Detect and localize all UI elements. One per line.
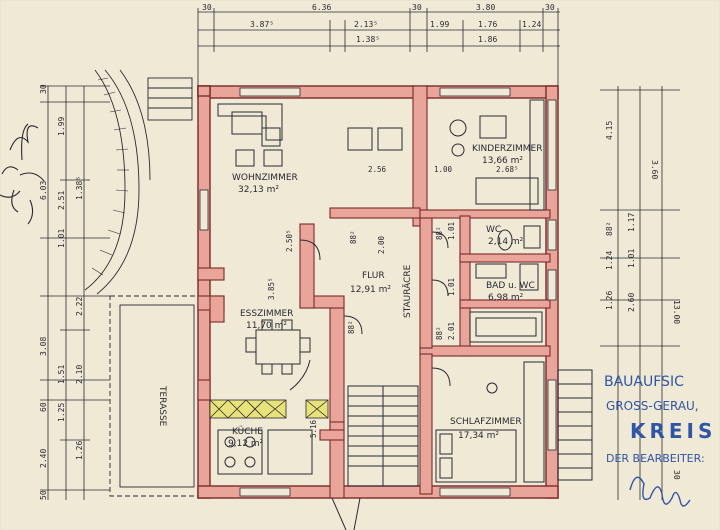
- dim-top-10: 1.24: [522, 20, 541, 29]
- dimension-lines-right: [600, 86, 680, 500]
- dim-in-5: 88²: [349, 230, 358, 244]
- dim-right-5: 88²: [605, 222, 614, 236]
- dim-top-7: 2.13⁵: [354, 20, 378, 29]
- room-area-schlafzimmer: 17,34 m²: [458, 431, 499, 441]
- dim-right-3: 30: [672, 470, 681, 480]
- room-name-wohnzimmer: WOHNZIMMER: [232, 173, 298, 183]
- dim-left-7: 1.99: [57, 117, 66, 136]
- dim-right-1: 3.60: [650, 160, 659, 179]
- room-name-terasse: TERASSE: [157, 385, 167, 427]
- furniture: [217, 99, 593, 530]
- room-name-esszimmer: ESSZIMMER: [240, 309, 293, 319]
- dim-left-4: 60: [39, 402, 48, 412]
- stamp-line-2: GROSS-GERAU,: [606, 399, 699, 413]
- stamp-line-1: BAUAUFSIC: [604, 374, 684, 390]
- dim-in-10: 1.01: [447, 222, 456, 240]
- dim-right-4: 4.15: [605, 121, 614, 140]
- dim-in-8: 88²: [347, 320, 356, 334]
- windows: [199, 87, 557, 497]
- curved-bed: [84, 69, 151, 295]
- curved-bed-hatching: [91, 77, 129, 276]
- dim-top-8: 1.99: [430, 20, 449, 29]
- dim-left-10: 1.01: [57, 229, 66, 248]
- dim-in-2: 1.00: [434, 165, 453, 174]
- room-area-esszimmer: 11,70 m²: [246, 321, 287, 331]
- entrance-steps: [147, 77, 193, 121]
- dim-in-3: 2.68⁵: [496, 165, 519, 174]
- dimension-lines-top: [197, 8, 560, 90]
- garden-plant-left: [0, 123, 45, 225]
- inner-walls: [197, 85, 551, 499]
- dim-left-3: 3.08: [39, 337, 48, 356]
- dim-in-11: 1.01: [447, 278, 456, 296]
- dimension-texts-left: 30 6.03 3.08 60 2.40 50 1.99 2.51 1.38⁵ …: [39, 84, 84, 500]
- room-area-wohnzimmer: 32,13 m²: [238, 185, 279, 195]
- dim-left-12: 1.51: [57, 365, 66, 384]
- dim-top-4: 3.80: [476, 3, 495, 12]
- dim-top-9: 1.76: [478, 20, 497, 29]
- dim-in-12: 2.01: [447, 322, 456, 340]
- room-name-bad: BAD u. WC: [486, 281, 535, 291]
- dim-left-8: 2.51: [57, 191, 66, 210]
- room-name-schlafzimmer: SCHLAFZIMMER: [450, 417, 522, 427]
- dimension-lines-left: [40, 85, 110, 500]
- room-name-flur: FLUR: [362, 271, 385, 281]
- signature-scribble: [629, 476, 691, 507]
- room-area-kueche: 9,12 m²: [228, 439, 264, 449]
- dim-top-2: 6.36: [312, 3, 331, 12]
- dim-left-13: 2.10: [75, 365, 84, 384]
- dim-left-6: 50: [39, 490, 48, 500]
- dim-right-10: 1.01: [627, 249, 636, 268]
- dim-left-14: 1.25: [57, 403, 66, 422]
- dim-left-2: 6.03: [39, 181, 48, 200]
- dim-in-7: 3.85⁵: [267, 277, 276, 300]
- dimension-texts-right: 3.60 13.00 30 4.15 88² 1.24 1.26 2.60 1.…: [605, 121, 681, 480]
- room-area-wc: 2,14 m²: [488, 237, 524, 247]
- dim-in-14: 5.16: [309, 419, 318, 438]
- dimension-texts-inner: 2.56 1.00 2.68⁵ 2.00 88² 2.50⁵ 3.85⁵ 88²…: [267, 165, 519, 438]
- dim-top-12: 1.86: [478, 35, 497, 44]
- dim-top-3: 30: [412, 3, 422, 12]
- room-name-kinderzimmer: KINDERZIMMER: [472, 144, 542, 154]
- dim-right-6: 1.24: [605, 251, 614, 270]
- stamp-line-4: DER BEARBEITER:: [606, 452, 705, 465]
- approval-stamp: BAUAUFSIC GROSS-GERAU, KREIS DER BEARBEI…: [604, 374, 716, 507]
- dim-top-1: 30: [202, 3, 212, 12]
- dim-right-2: 13.00: [672, 300, 681, 324]
- dim-right-7: 1.26: [605, 291, 614, 310]
- dim-left-15: 1.26: [75, 441, 84, 460]
- stamp-line-3: KREIS: [630, 419, 716, 443]
- room-area-flur: 12,91 m²: [350, 285, 391, 295]
- dim-left-11: 2.22: [75, 297, 84, 316]
- dim-right-9: 1.17: [627, 213, 636, 232]
- dim-in-9: 88²: [435, 226, 444, 240]
- room-name-kueche: KÜCHE: [232, 426, 263, 437]
- room-name-stauraum: STAURÄCRE: [402, 264, 413, 318]
- terrace-outline: [109, 295, 201, 497]
- dim-top-5: 30: [545, 3, 555, 12]
- room-area-bad: 6,98 m²: [488, 293, 524, 303]
- dim-top-11: 1.38⁵: [356, 35, 380, 44]
- dim-top-6: 3.87⁵: [250, 20, 274, 29]
- dim-left-9: 1.38⁵: [75, 176, 84, 200]
- dim-in-1: 2.56: [368, 165, 387, 174]
- dim-left-5: 2.40: [39, 449, 48, 468]
- room-name-wc: WC: [486, 225, 501, 235]
- kitchen-counter: [209, 399, 329, 419]
- room-area-kinderzimmer: 13,66 m²: [482, 156, 523, 166]
- dim-in-13: 88²: [435, 326, 444, 340]
- dim-left-1: 30: [39, 84, 48, 94]
- dim-right-8: 2.60: [627, 293, 636, 312]
- dim-in-4: 2.00: [377, 235, 386, 254]
- dim-in-6: 2.50⁵: [285, 229, 294, 252]
- dimension-texts-top: 30 6.36 30 3.80 30 3.87⁵ 2.13⁵ 1.99 1.76…: [202, 3, 555, 44]
